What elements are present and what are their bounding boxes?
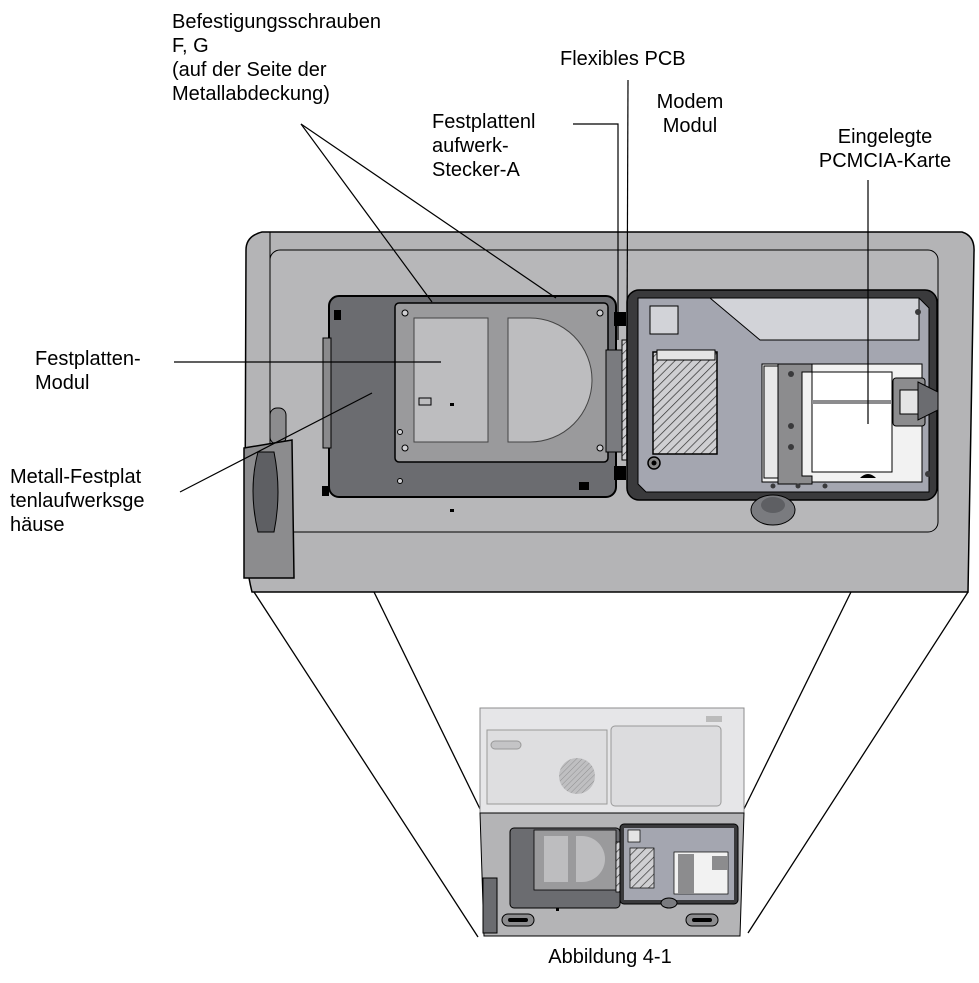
label-modem: Modem Modul bbox=[640, 90, 740, 138]
leader-mount-screws-1 bbox=[300, 123, 433, 303]
label-hdd-connector-line2: aufwerk- bbox=[432, 135, 509, 157]
label-pcmcia: Eingelegte PCMCIA-Karte bbox=[790, 125, 979, 173]
figure-caption-text: Abbildung 4-1 bbox=[548, 946, 672, 968]
label-hdd-housing-line2: tenlaufwerksge bbox=[10, 490, 145, 512]
label-hdd-housing-line1: Metall-Festplat bbox=[10, 466, 142, 488]
label-mount-screws-line3: (auf der Seite der bbox=[172, 59, 327, 81]
side-latch bbox=[243, 407, 295, 579]
label-pcmcia-line2: PCMCIA-Karte bbox=[818, 150, 952, 172]
label-hdd-connector-line3: Stecker-A bbox=[432, 159, 520, 181]
leader-hdd-housing bbox=[179, 392, 373, 493]
label-hdd-connector-line1: Festplattenl bbox=[432, 111, 536, 133]
label-modem-line2: Modul bbox=[662, 115, 718, 137]
label-mount-screws-line1: Befestigungsschrauben bbox=[172, 11, 382, 33]
laptop-overview-small bbox=[479, 707, 745, 937]
label-mount-screws: Befestigungsschrauben F, G (auf der Seit… bbox=[172, 10, 381, 106]
label-flex-pcb-text: Flexibles PCB bbox=[560, 48, 686, 70]
leader-hdd-connector bbox=[573, 123, 619, 340]
label-pcmcia-line1: Eingelegte bbox=[837, 126, 933, 148]
leader-lines bbox=[174, 79, 869, 493]
modem-module bbox=[652, 351, 718, 455]
label-hdd-housing-line3: häuse bbox=[10, 514, 65, 536]
label-mount-screws-line4: Metallabdeckung) bbox=[172, 83, 330, 105]
label-hdd-module-line1: Festplatten- bbox=[35, 348, 141, 370]
modem-pcmcia-bay bbox=[626, 289, 939, 501]
leader-flex-pcb bbox=[626, 79, 629, 341]
label-hdd-connector: Festplattenl aufwerk- Stecker-A bbox=[432, 110, 535, 182]
pcmcia-card bbox=[811, 371, 893, 473]
label-hdd-module-line2: Modul bbox=[35, 372, 90, 394]
label-modem-line1: Modem bbox=[656, 91, 724, 113]
label-mount-screws-line2: F, G bbox=[172, 35, 209, 57]
projection-lines bbox=[253, 591, 969, 938]
label-hdd-housing: Metall-Festplat tenlaufwerksge häuse bbox=[10, 465, 145, 537]
hdd-module-large bbox=[322, 295, 626, 512]
figure-caption: Abbildung 4-1 bbox=[530, 945, 690, 969]
label-hdd-module: Festplatten- Modul bbox=[35, 347, 141, 395]
laptop-bottom-large bbox=[243, 231, 975, 593]
leader-mount-screws-2 bbox=[300, 123, 557, 299]
label-flex-pcb: Flexibles PCB bbox=[560, 47, 686, 71]
